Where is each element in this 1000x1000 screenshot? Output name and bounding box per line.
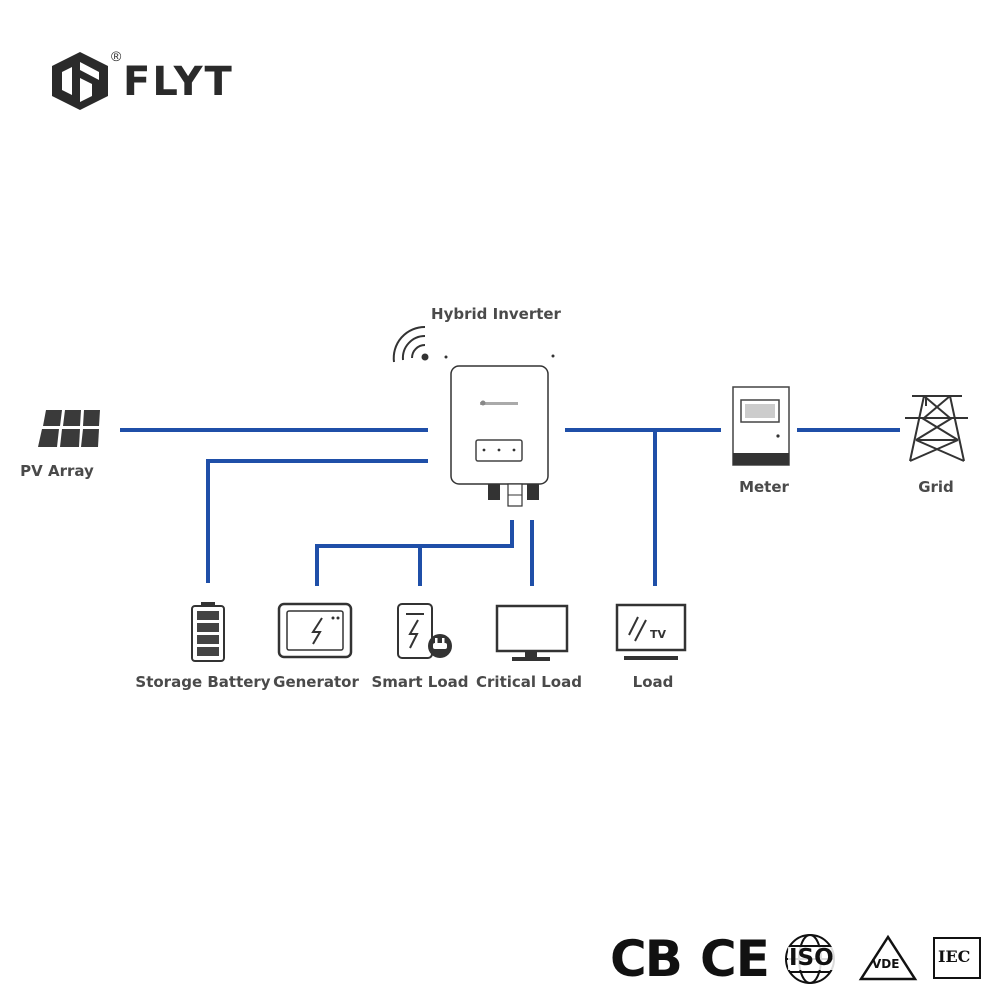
- grid-label: Grid: [918, 478, 954, 496]
- grid-tower-icon: [905, 395, 968, 462]
- registered-mark: ®: [111, 48, 122, 64]
- hybrid-inverter-icon: [444, 354, 555, 507]
- generator-smart-line: [315, 520, 514, 586]
- pv-array-label: PV Array: [20, 462, 94, 480]
- tv-load-icon: [615, 603, 687, 660]
- pv-array-icon: [38, 410, 100, 447]
- smart-load-icon: [397, 603, 452, 659]
- critical-load-label: Critical Load: [476, 673, 582, 691]
- cb-cert-mark: CB: [610, 930, 683, 988]
- battery-line: [206, 459, 428, 583]
- hybrid-inverter-label: Hybrid Inverter: [431, 305, 561, 323]
- meter-icon: [732, 386, 790, 466]
- connection-lines: [120, 428, 900, 586]
- iec-cert-mark: IEC: [938, 947, 971, 966]
- meter-label: Meter: [739, 478, 789, 496]
- tv-text: TV: [650, 628, 667, 641]
- smart-load-label: Smart Load: [371, 673, 469, 691]
- ce-cert-mark: CE: [700, 930, 770, 988]
- generator-label: Generator: [273, 673, 359, 691]
- iso-cert-mark: ISO: [788, 945, 835, 971]
- vde-cert-mark: VDE: [872, 957, 900, 971]
- battery-icon: [191, 602, 225, 662]
- brand-name: FLYT: [123, 59, 234, 105]
- load-label: Load: [632, 673, 674, 691]
- wifi-icon: [392, 325, 429, 363]
- generator-icon: [277, 602, 353, 659]
- storage-battery-label: Storage Battery: [135, 673, 271, 691]
- critical-load-icon: [495, 604, 569, 661]
